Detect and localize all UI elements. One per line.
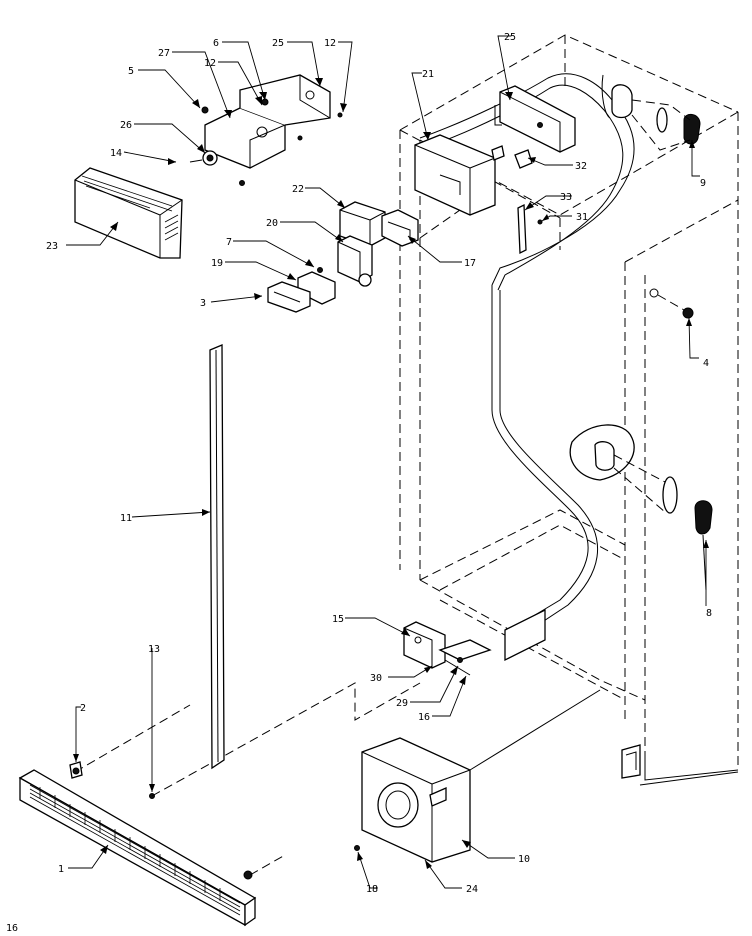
callout-leaders: [66, 35, 709, 889]
callout-17: 17: [464, 258, 476, 269]
side-switch-8: [569, 424, 713, 591]
callout-33: 33: [560, 192, 572, 203]
callout-12-right: 12: [324, 38, 336, 49]
callout-14: 14: [110, 148, 122, 159]
grille-clip-guide: [249, 854, 286, 876]
callout-3: 3: [200, 298, 206, 309]
callout-4: 4: [703, 358, 709, 369]
callout-11: 11: [120, 513, 132, 524]
callout-24: 24: [466, 884, 478, 895]
callout-16: 16: [418, 712, 430, 723]
callout-22: 22: [292, 184, 304, 195]
grille-clip: [69, 761, 83, 779]
callout-7: 7: [226, 237, 232, 248]
callout-28: 27: [158, 48, 170, 59]
callout-27: 26: [120, 120, 132, 131]
callout-5: 5: [128, 66, 134, 77]
callout-19: 19: [211, 258, 223, 269]
callout-31: 31: [576, 212, 588, 223]
callout-6: 6: [213, 38, 219, 49]
callout-10: 10: [518, 854, 530, 865]
grille-guide-line: [74, 704, 191, 773]
callout-25: 25: [504, 32, 516, 43]
callout-8: 8: [706, 608, 712, 619]
callout-15: 15: [332, 614, 344, 625]
control-housing: [74, 167, 183, 259]
callout-2: 2: [80, 703, 86, 714]
callout-30: 30: [370, 673, 382, 684]
screw-guide-line: [151, 682, 421, 797]
callout-12-left: 12: [204, 58, 216, 69]
damper-module: [267, 201, 461, 313]
page-number: 16: [6, 923, 18, 934]
callout-32: 32: [575, 161, 587, 172]
callout-18: 18: [366, 884, 378, 895]
lower-hinge-bracket: [403, 621, 492, 676]
top-light-switch: [601, 74, 701, 151]
callout-labels: 27 6 25 12 12 5 26 14 23 22 20 7 19 3 17…: [6, 32, 712, 934]
callout-20: 20: [266, 218, 278, 229]
callout-13: 13: [148, 644, 160, 655]
fan-shroud: [354, 689, 601, 863]
callout-1: 1: [58, 864, 64, 875]
callout-26: 25: [272, 38, 284, 49]
vertical-trim-strip: [209, 344, 225, 770]
toe-grille: [18, 769, 257, 927]
damper-bracket-assembly: [189, 74, 343, 186]
callout-29: 29: [396, 698, 408, 709]
side-switch-4: [649, 288, 694, 319]
callout-21: 21: [422, 69, 434, 80]
rear-duct-assembly: [414, 85, 576, 255]
callout-23: 23: [46, 241, 58, 252]
callout-9: 9: [700, 178, 706, 189]
